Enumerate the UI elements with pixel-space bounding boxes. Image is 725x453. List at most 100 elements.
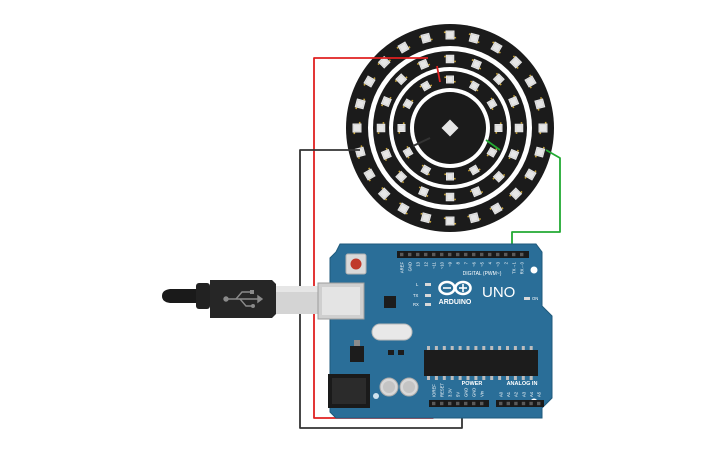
neopixel-led[interactable]	[419, 212, 433, 224]
header-pin-hole[interactable]	[448, 401, 452, 406]
neopixel-ring-assembly[interactable]	[346, 24, 554, 232]
neopixel-led[interactable]	[363, 167, 377, 182]
neopixel-led[interactable]	[363, 74, 377, 89]
pin-label: GND	[472, 388, 477, 397]
neopixel-led[interactable]	[417, 186, 431, 198]
header-pin-hole[interactable]	[456, 401, 460, 406]
neopixel-led[interactable]	[524, 167, 538, 182]
voltage-regulator	[350, 346, 364, 362]
reset-button-cap[interactable]	[350, 258, 362, 270]
neopixel-led[interactable]	[396, 41, 411, 55]
header-pin-hole[interactable]	[496, 252, 500, 257]
neopixel-led[interactable]	[486, 97, 499, 111]
wire-ring-link-dark	[412, 137, 431, 147]
usb-cable[interactable]	[162, 280, 322, 318]
model-label: UNO	[482, 284, 515, 301]
header-pin-hole[interactable]	[408, 252, 412, 257]
neopixel-led[interactable]	[380, 95, 392, 109]
neopixel-led[interactable]	[469, 186, 484, 198]
header-pin-hole[interactable]	[537, 401, 541, 406]
header-pin-hole[interactable]	[448, 252, 452, 257]
mounting-hole	[373, 393, 379, 399]
neopixel-led[interactable]	[467, 164, 481, 177]
pin-label: 8	[456, 261, 461, 264]
led-tx-label: TX	[413, 293, 419, 298]
header-pin-hole[interactable]	[416, 252, 420, 257]
pin-label: A1	[506, 391, 511, 397]
neopixel-led[interactable]	[419, 80, 433, 93]
neopixel-led[interactable]	[396, 202, 411, 216]
neopixel-led[interactable]	[380, 147, 392, 162]
header-pin-hole[interactable]	[432, 252, 436, 257]
neopixel-led[interactable]	[489, 202, 504, 216]
neopixel-led[interactable]	[514, 122, 524, 134]
neopixel-led[interactable]	[376, 122, 386, 134]
header-pin-hole[interactable]	[464, 252, 468, 257]
neopixel-led[interactable]	[444, 75, 456, 84]
wire-data[interactable]	[511, 149, 561, 252]
pin-label: IOREF	[432, 384, 437, 397]
led-on	[524, 297, 530, 300]
neopixel-led[interactable]	[402, 97, 415, 111]
neopixel-led[interactable]	[467, 212, 481, 224]
neopixel-led[interactable]	[444, 54, 456, 64]
header-pin-hole[interactable]	[456, 252, 460, 257]
neopixel-led[interactable]	[397, 122, 406, 134]
pin-label: AREF	[400, 262, 405, 274]
neopixel-led[interactable]	[416, 58, 431, 70]
neopixel-led[interactable]	[538, 121, 548, 135]
header-pin-hole[interactable]	[472, 401, 476, 406]
neopixel-led[interactable]	[508, 94, 520, 109]
header-pin-hole[interactable]	[424, 252, 428, 257]
neopixel-led[interactable]	[508, 147, 520, 161]
neopixel-led[interactable]	[469, 58, 483, 70]
pin-label: 5V	[456, 392, 461, 397]
neopixel-led[interactable]	[443, 216, 457, 226]
neopixel-led[interactable]	[489, 41, 504, 55]
header-pin-hole[interactable]	[512, 252, 516, 257]
neopixel-led[interactable]	[352, 121, 362, 135]
neopixel-led[interactable]	[443, 30, 457, 40]
neopixel-led[interactable]	[534, 145, 546, 159]
header-pin-hole[interactable]	[504, 252, 508, 257]
neopixel-led[interactable]	[419, 32, 433, 44]
header-pin-hole[interactable]	[529, 401, 533, 406]
header-pin-hole[interactable]	[488, 252, 492, 257]
analog-header[interactable]	[496, 400, 544, 407]
pin-label: ~10	[440, 261, 445, 269]
header-pin-hole[interactable]	[499, 401, 503, 406]
mounting-hole	[530, 266, 538, 274]
led-l	[425, 283, 431, 286]
header-pin-hole[interactable]	[480, 401, 484, 406]
neopixel-led[interactable]	[402, 145, 415, 159]
header-pin-hole[interactable]	[506, 401, 510, 406]
header-pin-hole[interactable]	[480, 252, 484, 257]
header-pin-hole[interactable]	[400, 252, 404, 257]
header-pin-hole[interactable]	[432, 401, 436, 406]
neopixel-led[interactable]	[444, 172, 456, 181]
neopixel-led[interactable]	[419, 164, 433, 177]
neopixel-led[interactable]	[534, 97, 546, 111]
header-pin-hole[interactable]	[521, 401, 526, 406]
led-on-label: ON	[532, 296, 538, 301]
digital-header[interactable]	[397, 251, 529, 258]
neopixel-led[interactable]	[467, 80, 481, 93]
neopixel-led[interactable]	[494, 122, 503, 134]
neopixel-led[interactable]	[486, 145, 499, 159]
header-pin-hole[interactable]	[514, 401, 518, 406]
usb-controller-chip	[384, 296, 396, 308]
neopixel-led[interactable]	[467, 32, 481, 44]
header-pin-hole[interactable]	[440, 252, 444, 257]
neopixel-led[interactable]	[444, 192, 456, 202]
neopixel-led[interactable]	[524, 74, 538, 89]
header-pin-hole[interactable]	[440, 401, 444, 406]
pin-label: ~3	[496, 261, 501, 266]
header-pin-hole[interactable]	[464, 401, 468, 406]
pin-label: TX→1	[512, 261, 517, 274]
header-pin-hole[interactable]	[520, 252, 524, 257]
header-pin-hole[interactable]	[472, 252, 476, 257]
usb-icon	[223, 290, 264, 308]
neopixel-led[interactable]	[354, 97, 366, 111]
